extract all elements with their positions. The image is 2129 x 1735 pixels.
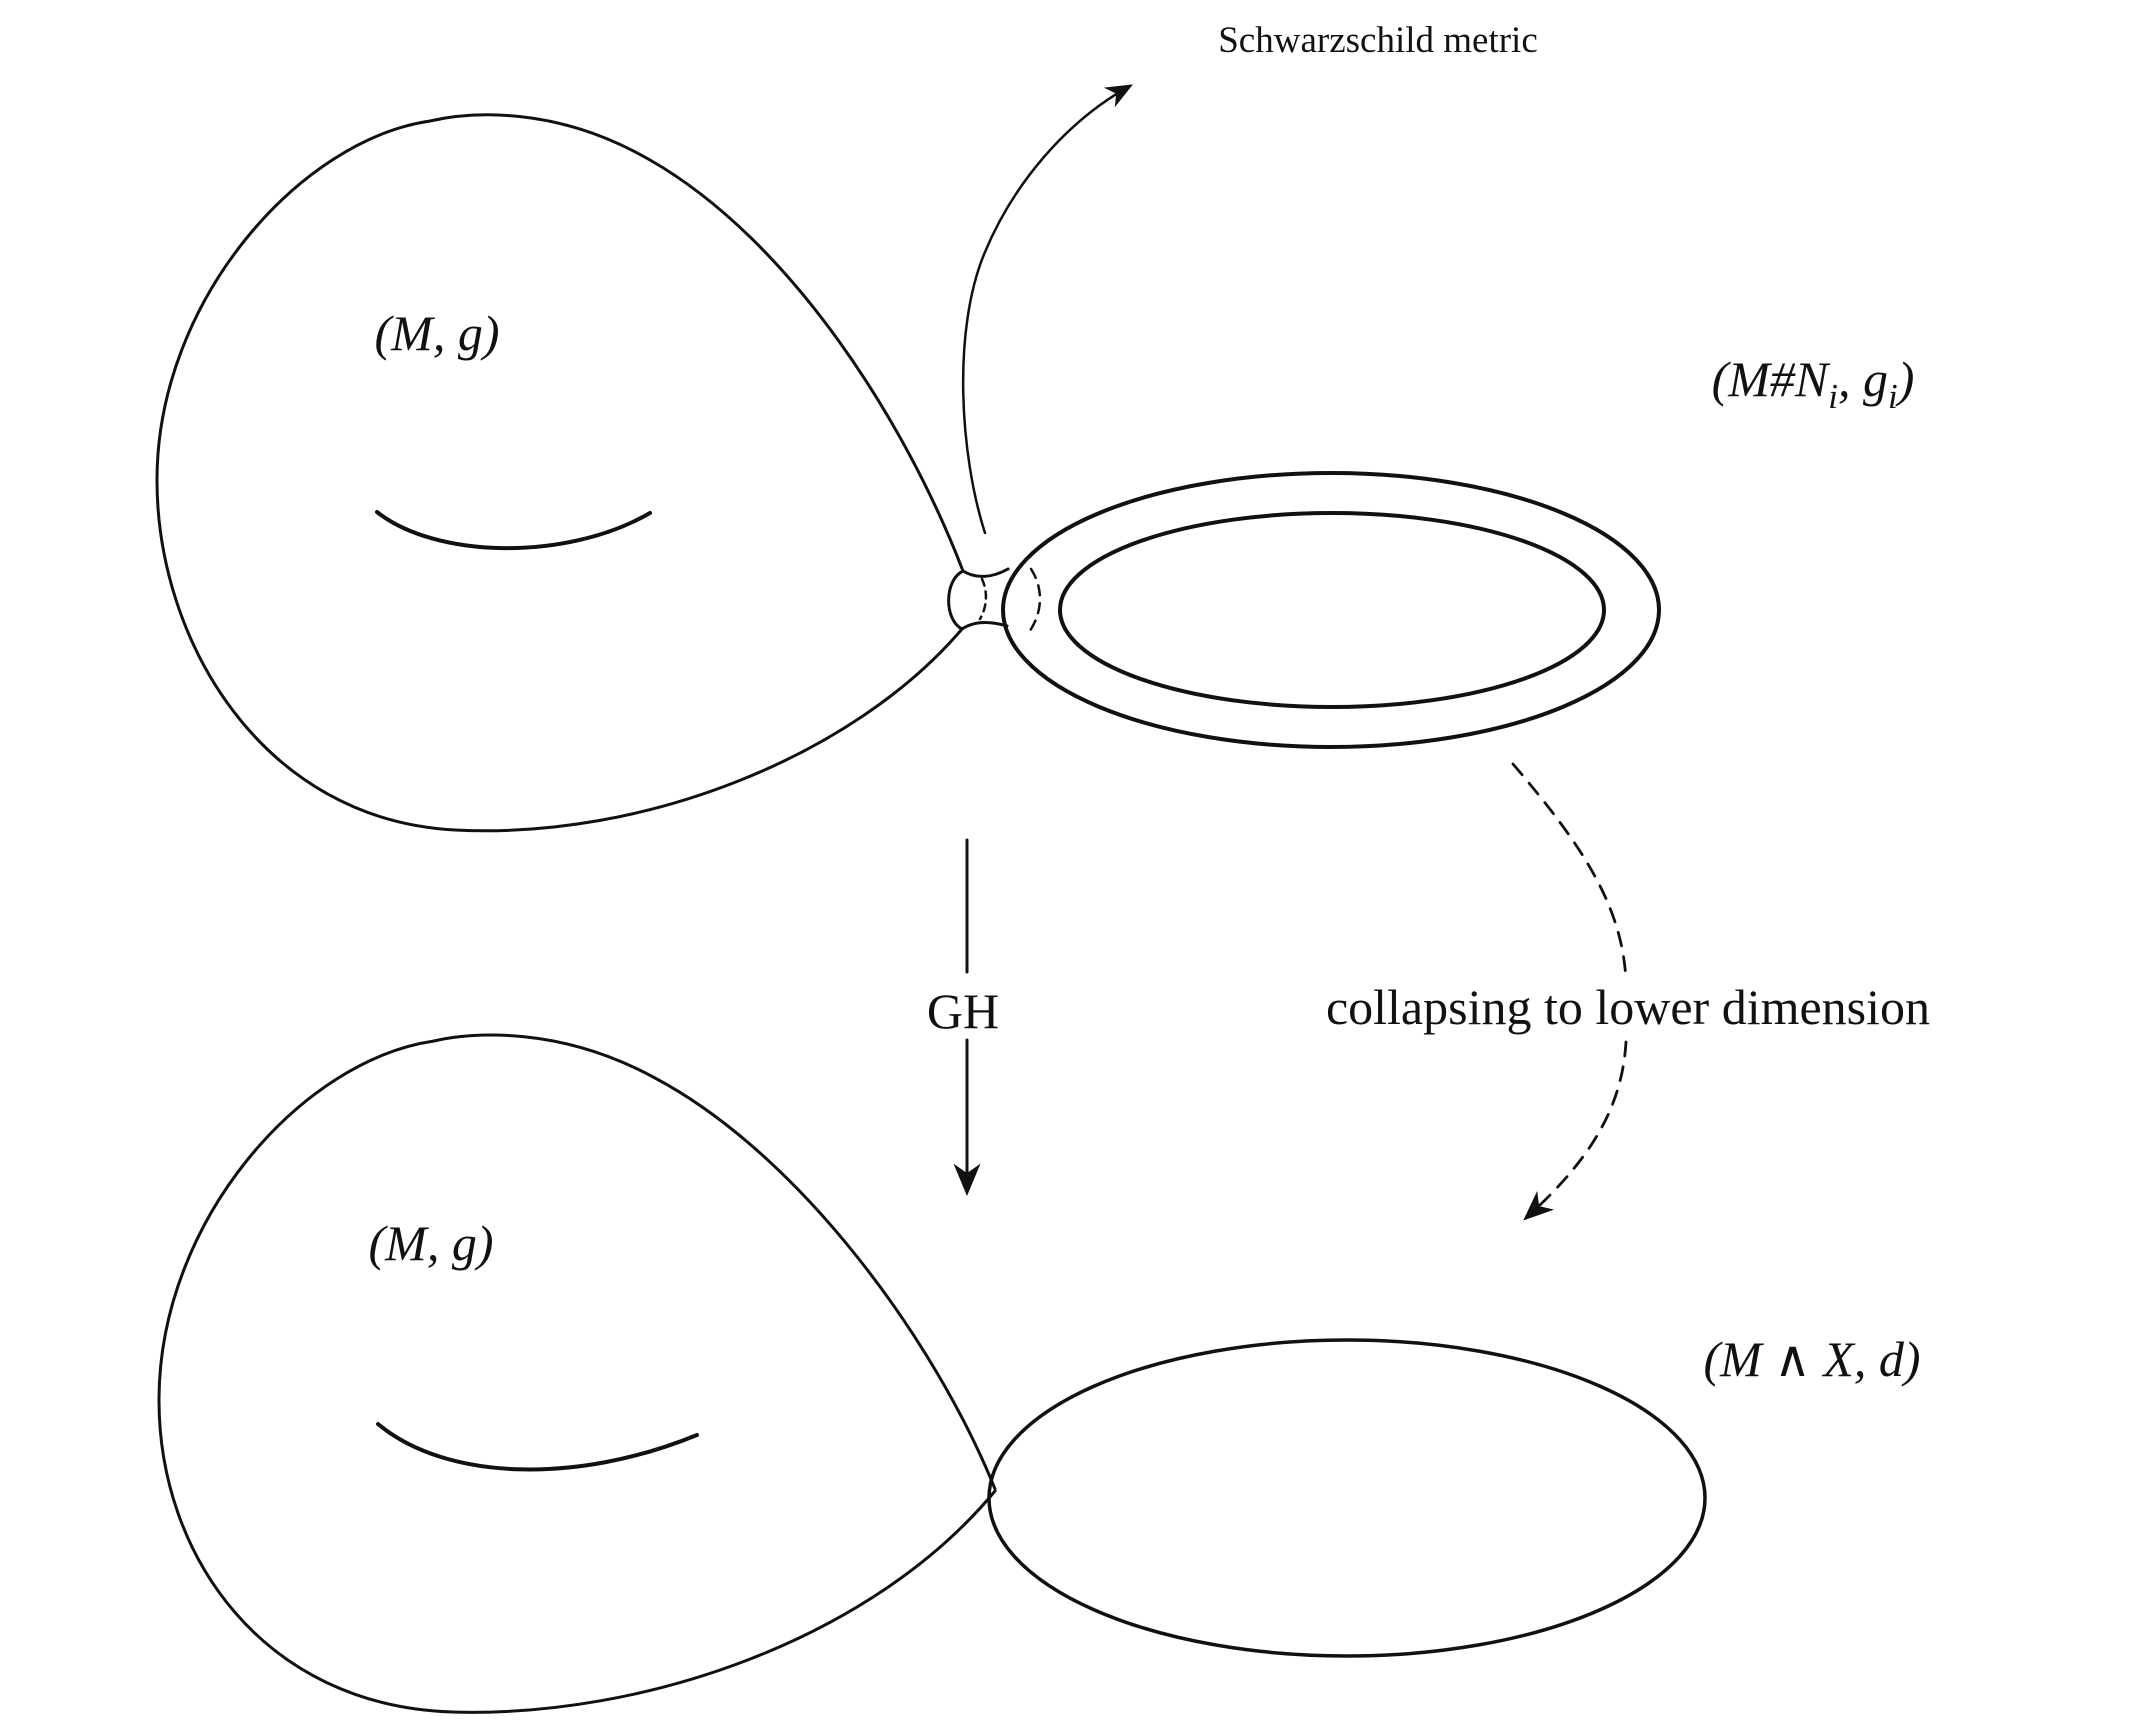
neck-bottom-edge xyxy=(960,621,1009,631)
manifold-M-label-bottom: (M, g) xyxy=(369,1215,494,1271)
middle-arrows: GH collapsing to lower dimension xyxy=(927,762,1930,1221)
manifold-M-smile-top xyxy=(375,510,652,551)
manifold-M-label-top: (M, g) xyxy=(375,305,500,361)
limit-space-label: (M ∧ X, d) xyxy=(1703,1331,1920,1387)
gh-label: GH xyxy=(927,983,999,1039)
manifold-M-outline-bottom xyxy=(157,1033,997,1714)
torus-section-dashed xyxy=(1025,567,1042,637)
collapsing-label: collapsing to lower dimension xyxy=(1326,979,1930,1035)
bottom-figure: (M, g) (M ∧ X, d) xyxy=(157,1033,1921,1714)
schwarzschild-label: Schwarzschild metric xyxy=(1218,20,1538,61)
collapse-arrow-lower-segment xyxy=(1523,1040,1628,1221)
manifold-M-smile-bottom xyxy=(376,1422,699,1472)
manifold-M-outline-top xyxy=(155,113,965,833)
connected-sum-label: (M#Ni, gi) xyxy=(1712,351,1915,416)
schwarzschild-arrow xyxy=(961,84,1133,535)
neck-cap-arc xyxy=(947,569,965,631)
top-figure: Schwarzschild metric (M, g) (M#Ni, gi) xyxy=(155,20,1915,833)
collapse-arrow-upper-segment xyxy=(1511,762,1628,982)
neck-top-edge xyxy=(961,567,1010,578)
neck-section-dashed xyxy=(978,577,988,621)
torus-inner-ellipse xyxy=(1058,511,1606,709)
torus-outer-ellipse xyxy=(1001,471,1661,749)
limit-ellipse xyxy=(987,1338,1707,1658)
